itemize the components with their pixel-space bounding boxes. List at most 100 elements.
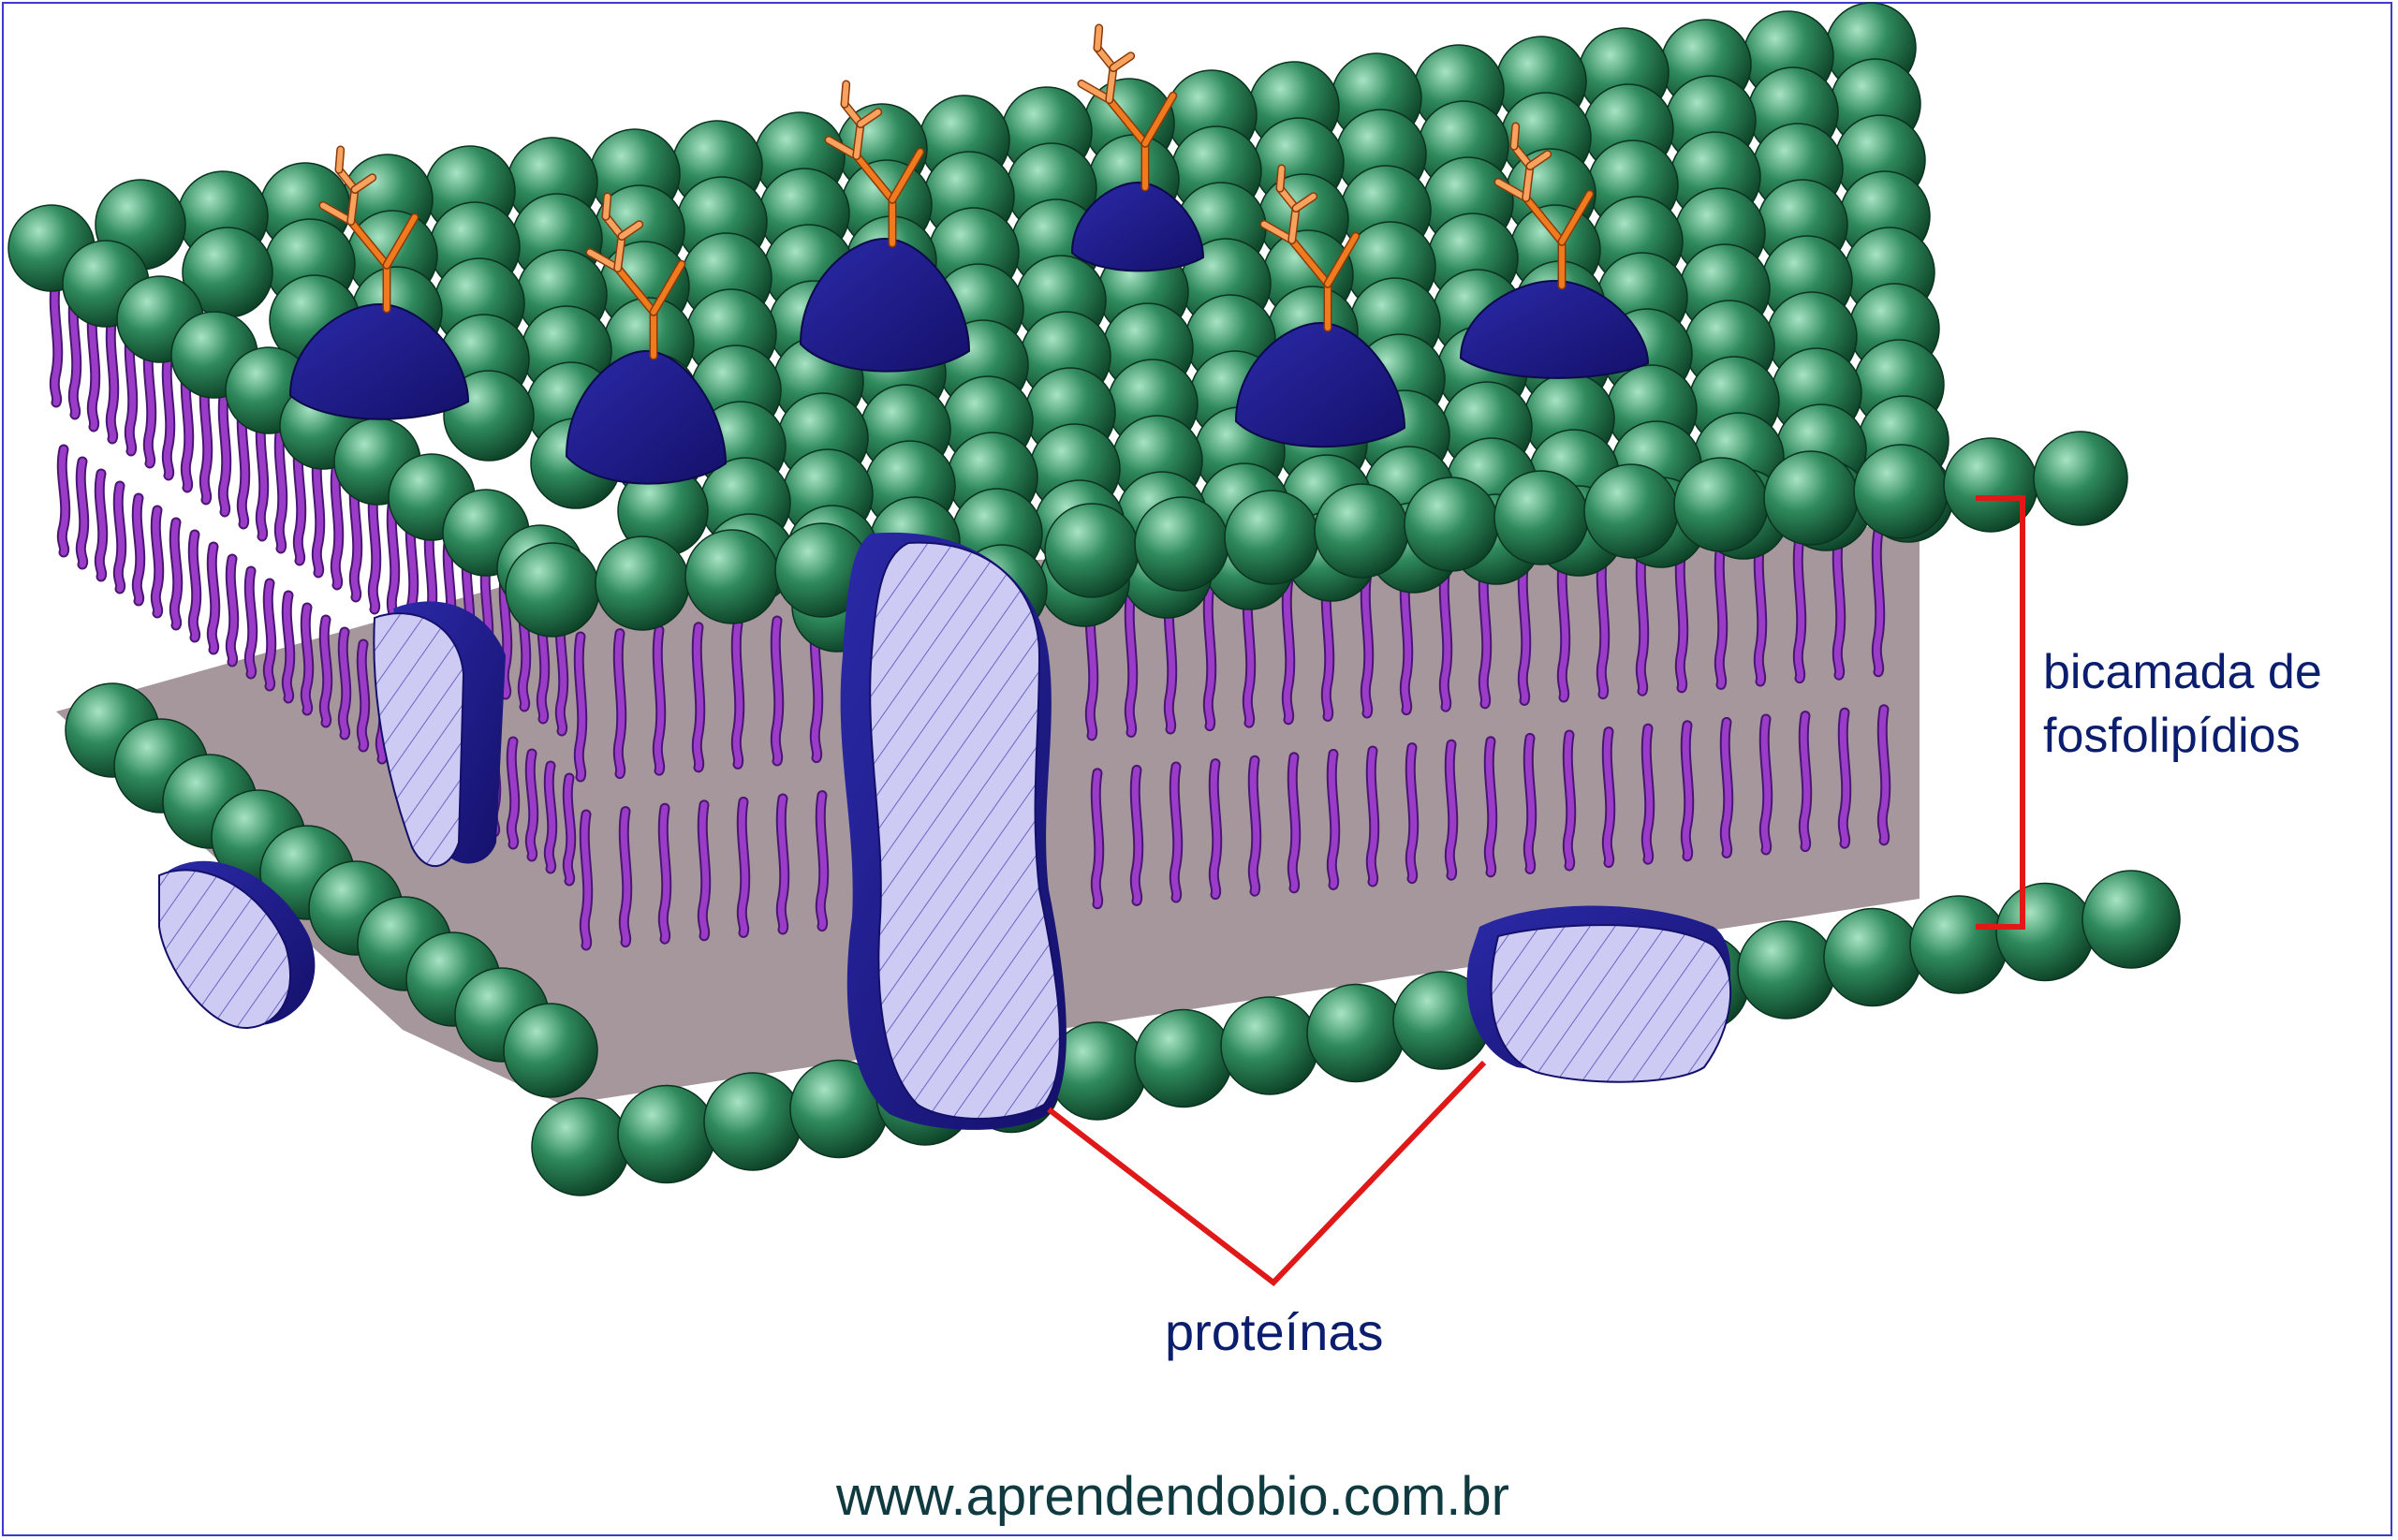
fatty-acid-tail — [107, 314, 118, 443]
fatty-acid-tail — [1715, 540, 1727, 688]
fatty-acid-tail — [1558, 553, 1569, 701]
fatty-acid-tail — [189, 531, 200, 641]
carbohydrate-chain — [1325, 233, 1359, 287]
carbohydrate-chain — [1106, 65, 1116, 103]
phospholipid-head — [1853, 444, 1949, 539]
fatty-acid-tail — [526, 750, 537, 860]
phospholipid-head — [684, 529, 780, 624]
phospholipid-head — [1220, 996, 1319, 1095]
fatty-acid-tail — [1249, 756, 1260, 895]
phospholipid-head — [505, 542, 600, 638]
carbohydrate-chain — [1288, 205, 1299, 243]
fatty-acid-tail — [313, 447, 324, 577]
fatty-acid-tail — [545, 762, 556, 873]
fatty-acid-tail — [144, 338, 155, 467]
fatty-acid-tail — [114, 482, 125, 593]
carbohydrate-chain — [842, 101, 863, 127]
peripheral-protein-right — [1466, 905, 1732, 1083]
carbohydrate-chain — [651, 261, 684, 315]
fatty-acid-tail — [238, 399, 249, 528]
phospholipid-head — [1763, 450, 1859, 546]
fatty-acid-tail — [1878, 706, 1890, 844]
fatty-acid-tail — [575, 633, 586, 781]
fatty-acid-tail — [1597, 550, 1609, 698]
fatty-acid-tail — [1637, 547, 1648, 695]
fatty-acid-tail — [1361, 569, 1373, 717]
carbohydrate-chain — [336, 167, 358, 193]
fatty-acid-tail — [200, 374, 212, 504]
fatty-acid-tail — [1760, 715, 1772, 854]
phospholipid-head — [1673, 457, 1769, 552]
fatty-acid-tail — [1283, 576, 1294, 724]
carbohydrate-chain — [826, 137, 860, 159]
fatty-acid-tail — [331, 460, 343, 589]
fatty-acid-tail — [1519, 556, 1530, 704]
fatty-acid-tail — [227, 555, 238, 666]
carbohydrate-chain — [1277, 185, 1299, 212]
fatty-acid-tail — [1682, 722, 1693, 860]
fatty-acid-tail — [1676, 544, 1687, 692]
bilayer-label-line1: bicamada de — [2043, 645, 2322, 699]
fatty-acid-tail — [320, 616, 331, 726]
carbohydrate-chain — [347, 218, 390, 269]
carbohydrate-chain — [1511, 143, 1533, 169]
phospholipid-head — [1823, 907, 1922, 1007]
fatty-acid-tail — [302, 604, 313, 714]
carbohydrate-chain — [858, 109, 881, 127]
carbohydrate-chain — [853, 153, 895, 203]
fatty-acid-tail — [620, 808, 631, 946]
fatty-acid-tail — [738, 798, 749, 936]
glycoprotein-body — [565, 349, 728, 485]
fatty-acid-tail — [1440, 563, 1451, 711]
fatty-acid-tail — [1406, 744, 1418, 883]
carbohydrate-chain — [1111, 52, 1134, 71]
carbohydrate-chain — [1523, 163, 1533, 201]
fatty-acid-tail — [125, 326, 137, 455]
fatty-acid-tail — [219, 387, 230, 516]
phospholipid-head — [2033, 431, 2128, 526]
carbohydrate-chain — [603, 194, 611, 220]
fatty-acid-tail — [208, 543, 219, 653]
phospholipid-head — [531, 1097, 630, 1196]
bilayer-label-line2: fosfolipídios — [2043, 709, 2301, 763]
phospholipid-head — [1737, 920, 1836, 1019]
phospholipid-head — [1493, 470, 1589, 565]
carbohydrate-chain — [1142, 93, 1176, 147]
fatty-acid-tail — [245, 567, 257, 678]
fatty-acid-tail — [339, 628, 350, 739]
glycoprotein-body — [1070, 181, 1205, 272]
carbohydrate-chain — [1293, 193, 1317, 212]
fatty-acid-tail — [659, 804, 670, 943]
phospholipid-head — [1134, 1008, 1233, 1108]
fatty-acid-tail — [581, 811, 592, 949]
fatty-acid-tail — [283, 592, 294, 702]
fatty-acid-tail — [772, 617, 783, 765]
website-url[interactable]: www.aprendendobio.com.br — [836, 1466, 1509, 1527]
fatty-acid-tail — [1092, 770, 1103, 908]
carbohydrate-chain — [1495, 179, 1529, 201]
fatty-acid-tail — [1485, 738, 1496, 876]
glycoproteins — [288, 23, 1650, 485]
carbohydrate-chain — [1261, 221, 1295, 243]
carbohydrate-chain — [614, 233, 625, 271]
fatty-acid-tail — [96, 470, 107, 580]
fatty-acid-tail — [182, 362, 193, 491]
fatty-acid-tail — [1367, 747, 1378, 886]
fatty-acid-tail — [816, 792, 828, 931]
carbohydrate-chain — [842, 81, 849, 108]
fatty-acid-tail — [358, 640, 369, 751]
fatty-acid-tail — [170, 519, 182, 629]
carbohydrate-chain — [1277, 166, 1285, 192]
fatty-acid-tail — [350, 472, 361, 601]
fatty-acid-tail — [133, 494, 144, 605]
fatty-acid-tail — [1204, 582, 1215, 730]
phospholipid-head — [1224, 490, 1319, 585]
carbohydrate-chain — [853, 121, 863, 159]
fatty-acid-tail — [1479, 560, 1491, 708]
phospholipid-head — [503, 1003, 598, 1098]
fatty-acid-tail — [654, 626, 665, 774]
fatty-acid-tail — [88, 301, 99, 431]
front-face-tails — [573, 526, 1891, 951]
phospholipid-head — [1995, 882, 2095, 982]
